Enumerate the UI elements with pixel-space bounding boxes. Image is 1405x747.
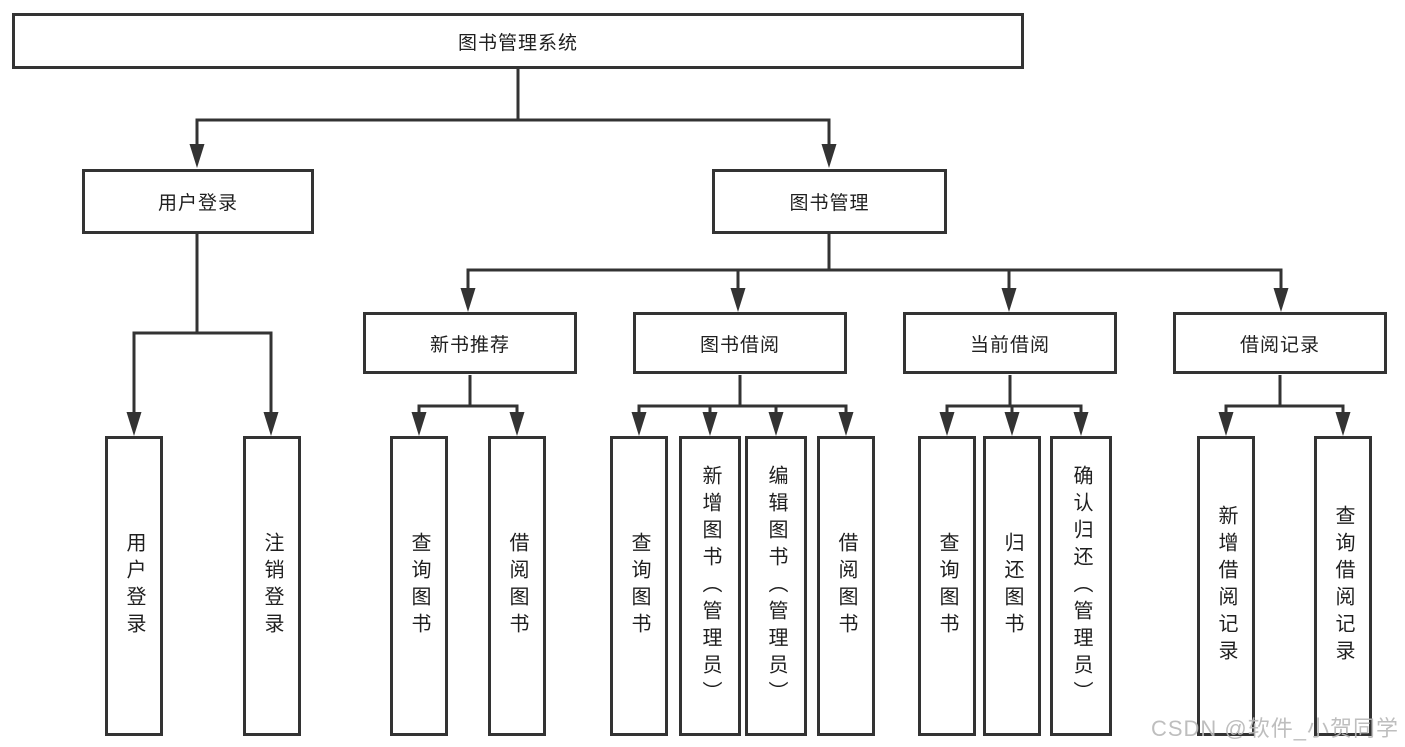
leaf-query-books-recommend: 查询图书: [390, 436, 448, 736]
leaf-return-books: 归还图书: [983, 436, 1041, 736]
leaf-query-books-current: 查询图书: [918, 436, 976, 736]
node-borrow-records: 借阅记录: [1173, 312, 1387, 374]
leaf-user-login: 用户登录: [105, 436, 163, 736]
leaf-add-borrow-record: 新增借阅记录: [1197, 436, 1255, 736]
leaf-edit-books-admin: 编辑图书（管理员）: [745, 436, 807, 736]
leaf-borrow-books-recommend: 借阅图书: [488, 436, 546, 736]
node-book-borrow: 图书借阅: [633, 312, 847, 374]
watermark: CSDN @软件_小贺同学: [1150, 716, 1399, 741]
leaf-confirm-return-admin: 确认归还（管理员）: [1050, 436, 1112, 736]
leaf-query-borrow-record: 查询借阅记录: [1314, 436, 1372, 736]
leaf-add-books-admin: 新增图书（管理员）: [679, 436, 741, 736]
leaf-borrow-books: 借阅图书: [817, 436, 875, 736]
leaf-query-books-borrow: 查询图书: [610, 436, 668, 736]
node-book-management: 图书管理: [712, 169, 947, 234]
node-root: 图书管理系统: [12, 13, 1024, 69]
node-current-borrow: 当前借阅: [903, 312, 1117, 374]
leaf-logout: 注销登录: [243, 436, 301, 736]
node-new-book-recommend: 新书推荐: [363, 312, 577, 374]
node-user-login: 用户登录: [82, 169, 314, 234]
